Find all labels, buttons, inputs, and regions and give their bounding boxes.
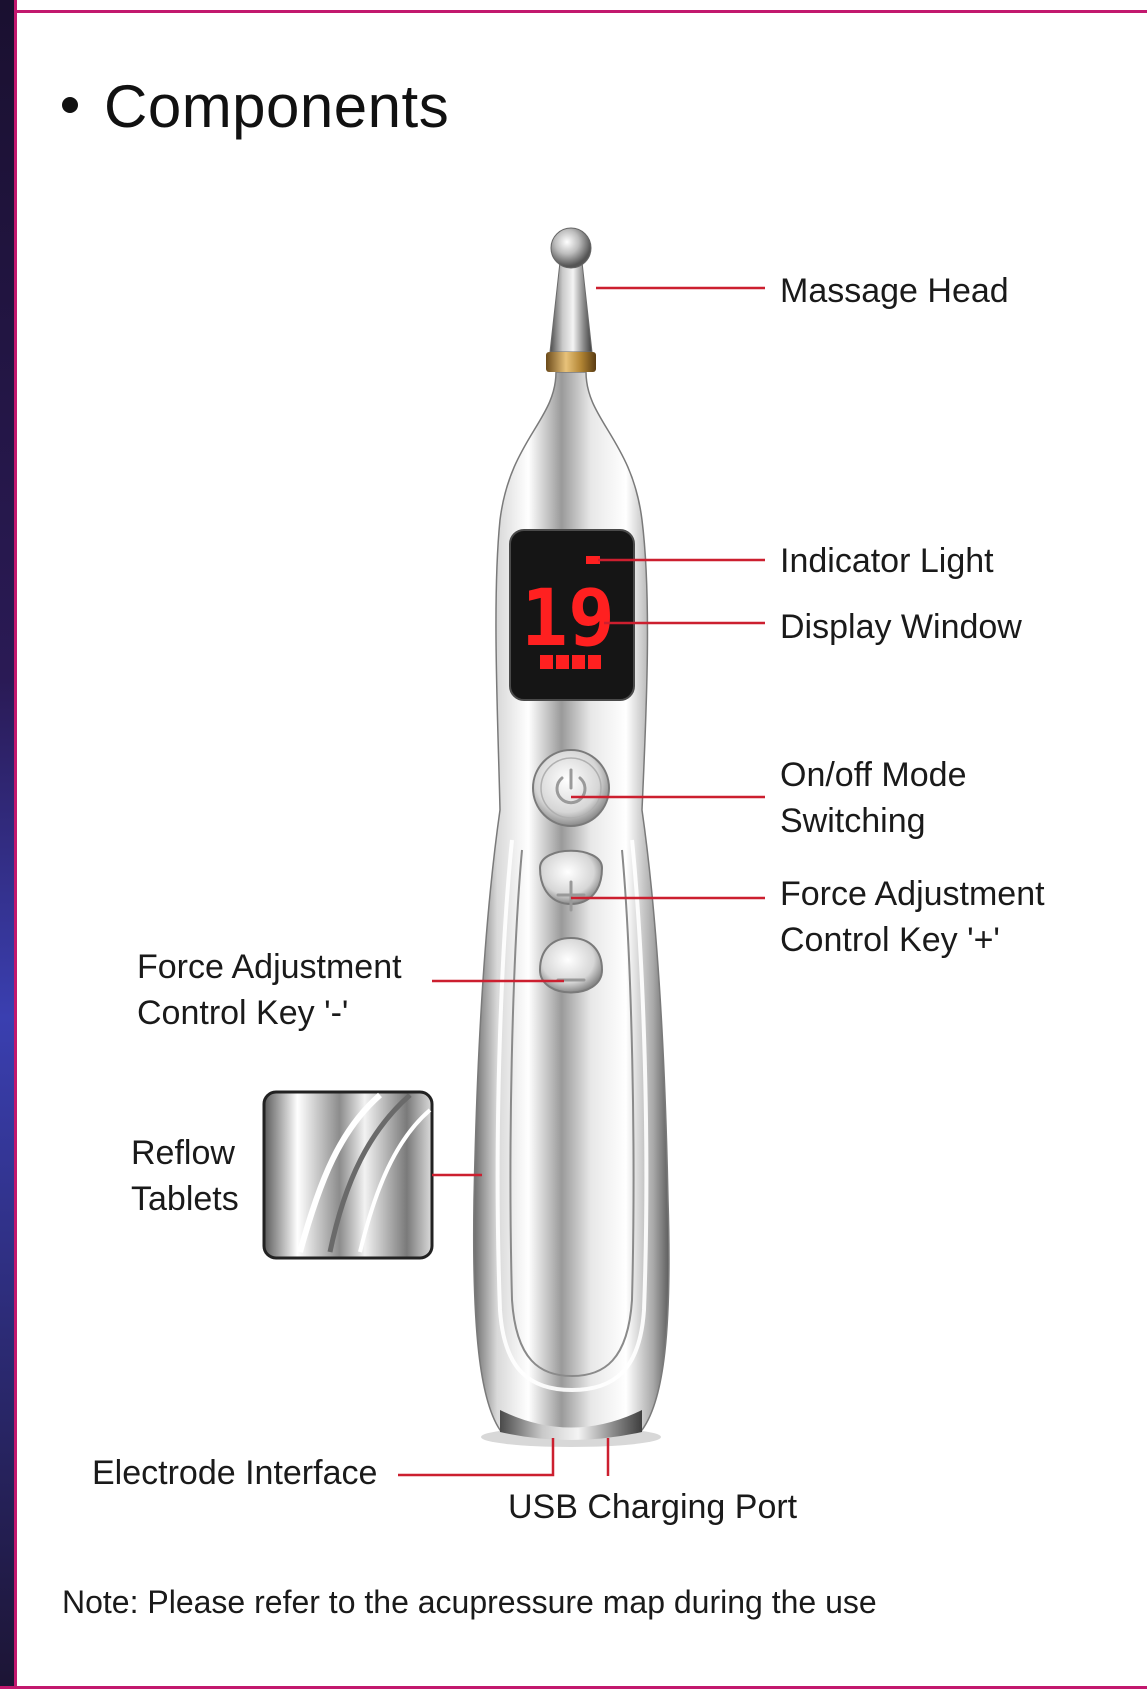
display-digits: 19 <box>521 574 615 664</box>
pen-bottom-cap <box>500 1410 642 1440</box>
frame-left-border <box>14 0 17 1695</box>
plus-icon <box>556 880 586 912</box>
label-force-minus-line1: Force Adjustment <box>137 948 402 986</box>
label-force-plus-line2: Control Key '+' <box>780 921 1000 959</box>
usage-note: Note: Please refer to the acupressure ma… <box>62 1584 877 1620</box>
pen-tip <box>549 261 593 353</box>
bullet-icon <box>62 97 78 114</box>
label-reflow-line1: Reflow <box>131 1134 235 1172</box>
label-onoff-line2: Switching <box>780 802 926 840</box>
label-onoff: On/off Mode Switching <box>780 752 967 844</box>
power-button[interactable] <box>532 749 610 827</box>
label-usb-port: USB Charging Port <box>508 1488 798 1526</box>
indicator-light <box>586 556 600 564</box>
label-force-minus-line2: Control Key '-' <box>137 994 349 1032</box>
label-electrode-interface: Electrode Interface <box>92 1454 378 1492</box>
force-minus-button[interactable] <box>538 936 604 994</box>
leader-lines <box>398 286 765 1477</box>
label-indicator-light: Indicator Light <box>780 542 994 580</box>
massage-head-ball <box>550 227 592 269</box>
leader-electrode <box>398 1438 555 1477</box>
reflow-tablets-inset <box>262 1090 434 1260</box>
label-force-minus: Force Adjustment Control Key '-' <box>137 944 402 1036</box>
page-title-text: Components <box>104 73 450 140</box>
page-title: Components <box>62 72 449 141</box>
label-onoff-line1: On/off Mode <box>780 756 967 794</box>
label-massage-head: Massage Head <box>780 272 1009 310</box>
pen-groove-inner <box>509 849 635 1378</box>
pen-groove <box>495 839 649 1393</box>
label-force-plus-line1: Force Adjustment <box>780 875 1045 913</box>
force-plus-button[interactable] <box>538 849 604 912</box>
frame-left-strip <box>0 0 14 1695</box>
label-force-plus: Force Adjustment Control Key '+' <box>780 871 1045 963</box>
power-icon <box>555 768 587 805</box>
label-reflow: Reflow Tablets <box>131 1130 239 1222</box>
label-reflow-line2: Tablets <box>131 1180 239 1218</box>
frame-bottom-border <box>0 1686 1147 1695</box>
gold-ring <box>546 352 596 372</box>
label-display-window: Display Window <box>780 608 1022 646</box>
frame-top-border <box>0 0 1147 13</box>
strength-bars <box>540 655 601 669</box>
